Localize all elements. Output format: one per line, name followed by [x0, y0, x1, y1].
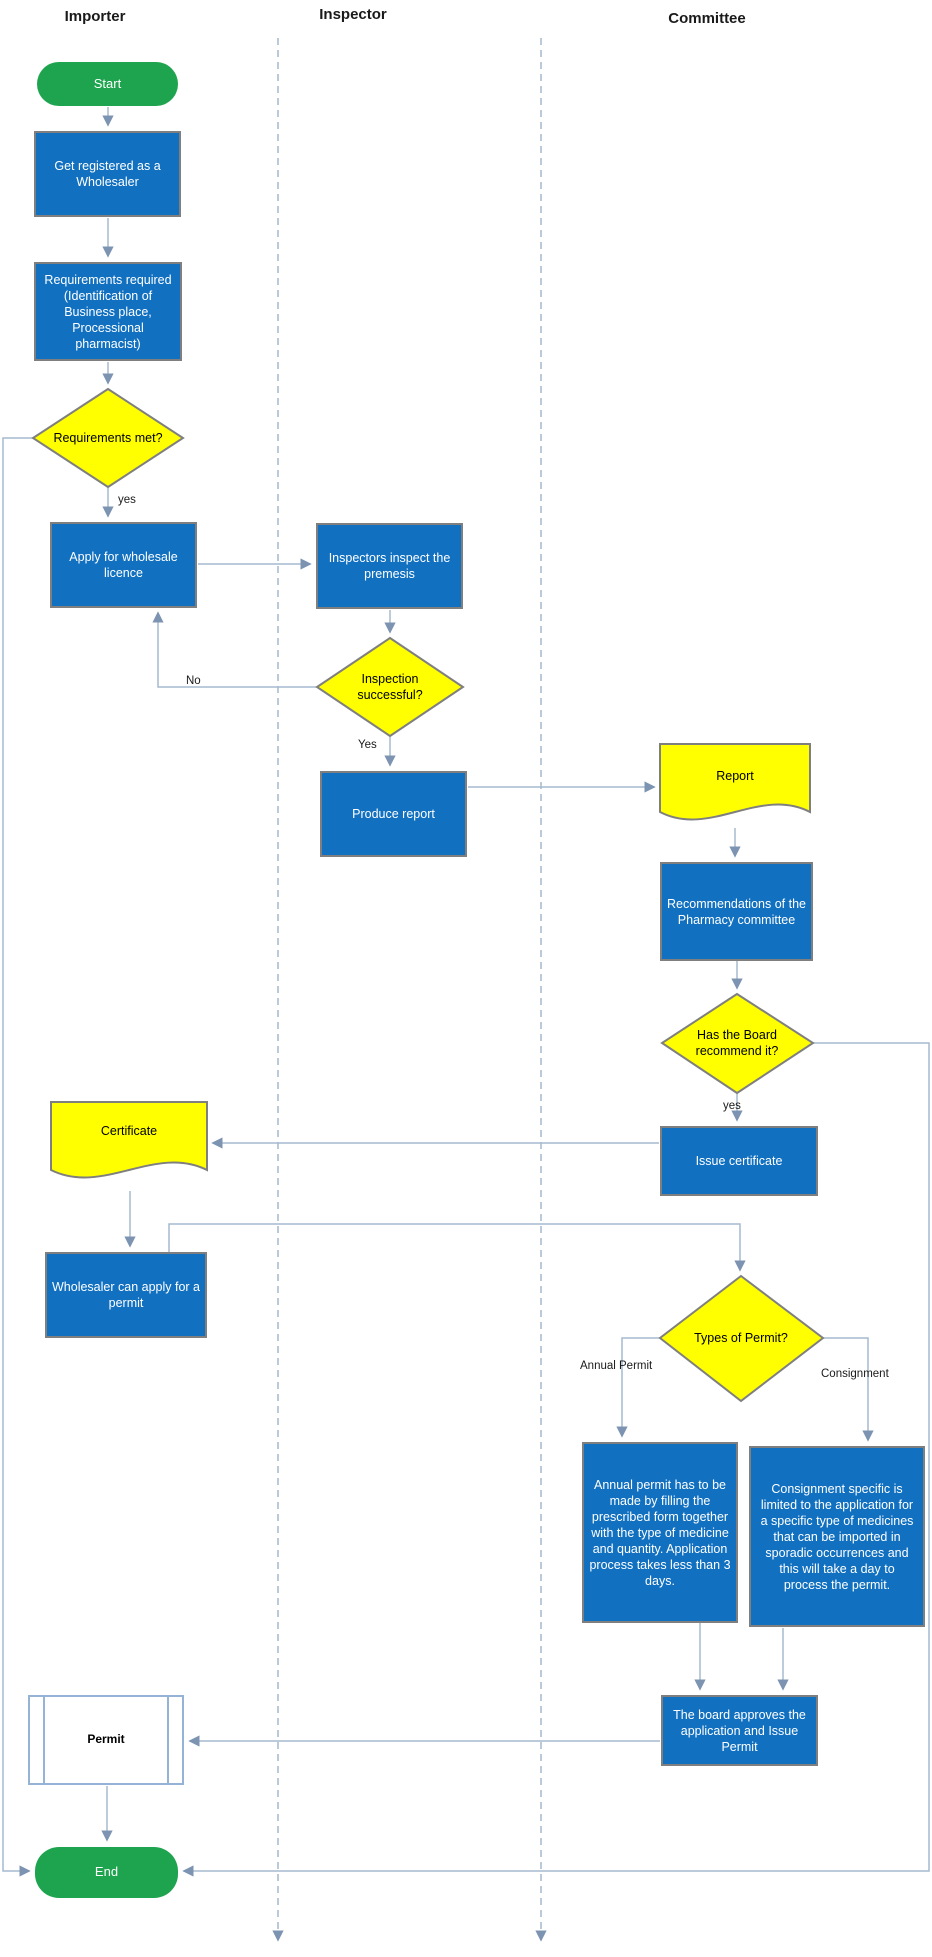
end-terminator: End: [35, 1847, 178, 1898]
inspection-successful-label: Inspection successful?: [357, 672, 423, 702]
report-label: Report: [716, 768, 754, 783]
permit-left-bar: [43, 1697, 45, 1783]
requirements-met-diamond: [31, 387, 185, 489]
edge-label-consignment-branch: Consignment: [821, 1368, 889, 1380]
produce-report-box: Produce report: [320, 771, 467, 857]
inspection-successful-diamond: [315, 636, 465, 738]
connector-requirements-met-to-end: [2, 437, 33, 1877]
certificate-document: [50, 1101, 208, 1179]
issue-certificate-box: Issue certificate: [660, 1126, 818, 1196]
connector-types-consignment-branch: [823, 1337, 874, 1442]
connector-board-to-end: [182, 1042, 930, 1877]
recommendations-box: Recommendations of the Pharmacy committe…: [660, 862, 813, 961]
inspectors-inspect-box: Inspectors inspect the premesis: [316, 523, 463, 609]
edge-label-inspection-yes: Yes: [358, 739, 377, 751]
report-document: [659, 743, 811, 821]
permit-right-bar: [167, 1697, 169, 1783]
lane-header-inspector: Inspector: [319, 6, 387, 23]
board-recommend-diamond: [660, 992, 815, 1095]
edge-label-inspection-no: No: [186, 675, 201, 687]
connector-inspection-no-to-apply: [152, 611, 317, 688]
consignment-info-box: Consignment specific is limited to the a…: [749, 1446, 925, 1627]
permit-label: Permit: [87, 1732, 125, 1747]
get-registered-box: Get registered as a Wholesaler: [34, 131, 181, 217]
board-recommend-label: Has the Board recommend it?: [695, 1028, 779, 1058]
certificate-label: Certificate: [100, 1124, 158, 1138]
wholesaler-apply-box: Wholesaler can apply for a permit: [45, 1252, 207, 1338]
apply-wholesale-box: Apply for wholesale licence: [50, 522, 197, 608]
requirements-required-box: Requirements required (Identification of…: [34, 262, 182, 361]
types-of-permit-label: Types of Permit?: [694, 1331, 788, 1345]
connector-types-annual-branch: [616, 1337, 660, 1438]
edge-label-requirements-yes: yes: [118, 494, 136, 506]
types-of-permit-diamond: [658, 1274, 825, 1403]
edge-label-board-yes: yes: [723, 1100, 741, 1112]
annual-permit-info-box: Annual permit has to be made by filling …: [582, 1442, 738, 1623]
permit-shape: Permit: [28, 1695, 184, 1785]
lane-header-importer: Importer: [64, 8, 126, 25]
edge-label-annual-branch: Annual Permit: [580, 1360, 653, 1372]
lane-header-committee: Committee: [668, 10, 746, 27]
start-terminator: Start: [37, 62, 178, 106]
connector-wholesaler-to-types-of-permit: [168, 1223, 746, 1272]
requirements-met-label: Requirements met?: [53, 431, 163, 445]
board-approves-box: The board approves the application and I…: [661, 1695, 818, 1766]
